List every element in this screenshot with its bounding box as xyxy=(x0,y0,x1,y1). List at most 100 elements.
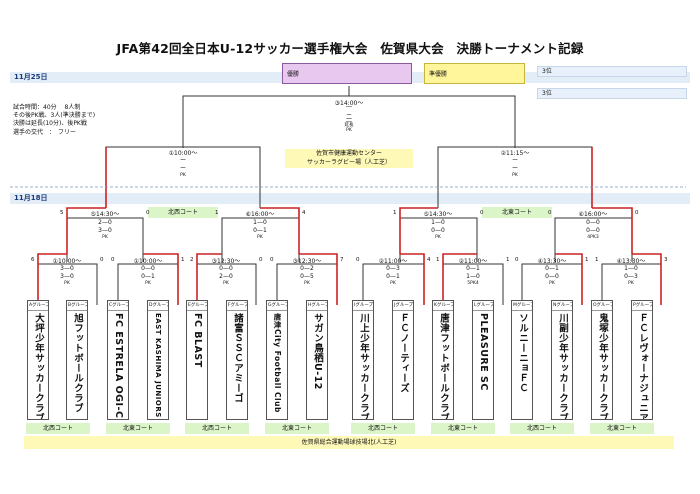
team-group: Eグループ xyxy=(187,301,207,311)
team-card: Gグループ唐津City Football Club xyxy=(266,300,288,420)
team-name: ソルニーニョＦＣ xyxy=(517,313,528,393)
court-tag: 北東コート xyxy=(590,423,654,434)
qf-label: ⑤14:30〜 xyxy=(423,211,453,218)
r16-left-goals: 0 xyxy=(515,257,519,263)
final-pk: PK xyxy=(346,128,352,133)
score-line: 0—1 xyxy=(545,265,559,272)
runner-up-box: 準優勝 xyxy=(424,63,525,84)
team-group: Nグループ xyxy=(552,301,572,311)
team-group: Lグループ xyxy=(473,301,493,311)
team-name: FC BLAST xyxy=(192,313,203,368)
team-card: Lグループ PLEASURE SC xyxy=(472,300,494,420)
runner-up-label: 準優勝 xyxy=(429,71,448,78)
r16-left-goals: 1 xyxy=(436,257,440,263)
r16-label: ②11:00〜 xyxy=(378,258,408,265)
r16-pk: PK xyxy=(64,281,70,286)
team-group: Kグループ xyxy=(433,301,453,311)
court-tag: 北東コート xyxy=(431,423,495,434)
score-line: ー xyxy=(511,157,518,164)
team-group: Gグループ xyxy=(267,301,287,311)
score-line: 1—0 xyxy=(466,272,480,280)
score-line: 0—0 xyxy=(219,265,233,272)
rule-line: 選手の交代 ： フリー xyxy=(13,128,77,136)
score-line: 0—0 xyxy=(586,219,600,226)
sf-right-label: ②11:15〜 xyxy=(500,150,530,157)
sf-right-score: ー ー xyxy=(500,157,530,172)
r16-right-goals: 1 xyxy=(181,257,185,263)
qf-left-goals: 1 xyxy=(215,210,219,216)
team-group: Pグループ xyxy=(632,301,652,311)
qf-right-goals: 0 xyxy=(146,210,150,216)
team-group: Mグループ xyxy=(512,301,532,311)
score-line: ー xyxy=(179,164,186,172)
court-tag: 北東コート xyxy=(106,423,170,434)
rules-block: 試合時間：40分 8人制 その後PK戦、3人(準決勝まで) 決勝は延長(10分)… xyxy=(13,104,95,137)
score-line: 3—0 xyxy=(98,226,112,234)
final-score: ‾‾ 二 ‾‾ xyxy=(334,106,364,129)
team-name: EAST KASHIMA JUNIORS xyxy=(154,313,162,418)
score-line: 0—1 xyxy=(141,272,155,280)
qf-left-goals: 0 xyxy=(548,210,552,216)
score-line: 1—0 xyxy=(624,265,638,272)
team-name: 鬼塚少年サッカークラブ xyxy=(597,313,608,420)
team-card: Bグループ旭フットボールクラブ xyxy=(66,300,88,420)
winner-box: 優勝 xyxy=(282,63,412,84)
r16-label: ③12:30〜 xyxy=(211,258,241,265)
r16-left-goals: 0 xyxy=(111,257,115,263)
team-card: Kグループ唐津フットボールクラブ xyxy=(432,300,454,420)
score-line: 2—0 xyxy=(98,219,112,226)
score-line: 0—1 xyxy=(253,226,267,234)
score-line: ー xyxy=(179,157,186,164)
score-line: 0—1 xyxy=(386,272,400,280)
score-line: ‾‾ xyxy=(346,121,352,128)
venue-line: サッカーラグビー場（人工芝） xyxy=(306,158,391,166)
team-name: 川副少年サッカークラブ xyxy=(557,313,568,420)
r16-pk: PK xyxy=(145,281,151,286)
team-card: Dグループ EAST KASHIMA JUNIORS xyxy=(147,300,169,420)
score-line: 3—0 xyxy=(60,265,74,272)
score-line: 0—3 xyxy=(386,265,400,272)
day-bar-first: 11月18日 xyxy=(10,193,690,204)
rule-line: 決勝は延長(10分)、後PK戦 xyxy=(13,120,87,128)
r16-pk: 5PK4 xyxy=(467,281,479,286)
team-group: Iグループ xyxy=(353,301,373,311)
qf-pk: PK xyxy=(257,235,263,240)
team-group: Cグループ xyxy=(108,301,128,311)
team-name: 諸富ＳＳＣアミーゴ xyxy=(232,313,243,403)
team-card: Oグループ鬼塚少年サッカークラブ xyxy=(591,300,613,420)
r16-label: ④13:30〜 xyxy=(616,258,646,265)
team-name: PLEASURE SC xyxy=(478,313,489,391)
r16-right-goals: 0 xyxy=(100,257,104,263)
team-group: Aグループ xyxy=(28,301,48,311)
r16-pk: PK xyxy=(304,281,310,286)
team-group: Fグループ xyxy=(227,301,247,311)
score-line: 0—0 xyxy=(545,272,559,280)
third-place-label: 3位 xyxy=(542,68,552,75)
team-name: FC ESTRELA OGI-CITY xyxy=(113,313,124,420)
r16-label: ③12:30〜 xyxy=(292,258,322,265)
qf-left-goals: 5 xyxy=(60,210,64,216)
group-stage-venue: 佐賀県総合運動場球技場北(人工芝) xyxy=(24,436,674,449)
qf-label: ⑥16:00〜 xyxy=(578,211,608,218)
team-group: Dグループ xyxy=(148,301,168,311)
court-tag: 北西コート xyxy=(185,423,249,434)
final-match-label: ③14:00〜 xyxy=(334,100,364,107)
team-name: サガン鳥栖U-12 xyxy=(312,313,323,390)
qf-right-goals: 0 xyxy=(635,210,639,216)
team-group: Jグループ xyxy=(393,301,413,311)
r16-right-goals: 0 xyxy=(259,257,263,263)
score-line: 0—0 xyxy=(586,226,600,234)
score-line: 0—0 xyxy=(141,265,155,272)
qf-left-goals: 1 xyxy=(393,210,397,216)
r16-label: ①10:00〜 xyxy=(133,258,163,265)
team-group: Hグループ xyxy=(307,301,327,311)
